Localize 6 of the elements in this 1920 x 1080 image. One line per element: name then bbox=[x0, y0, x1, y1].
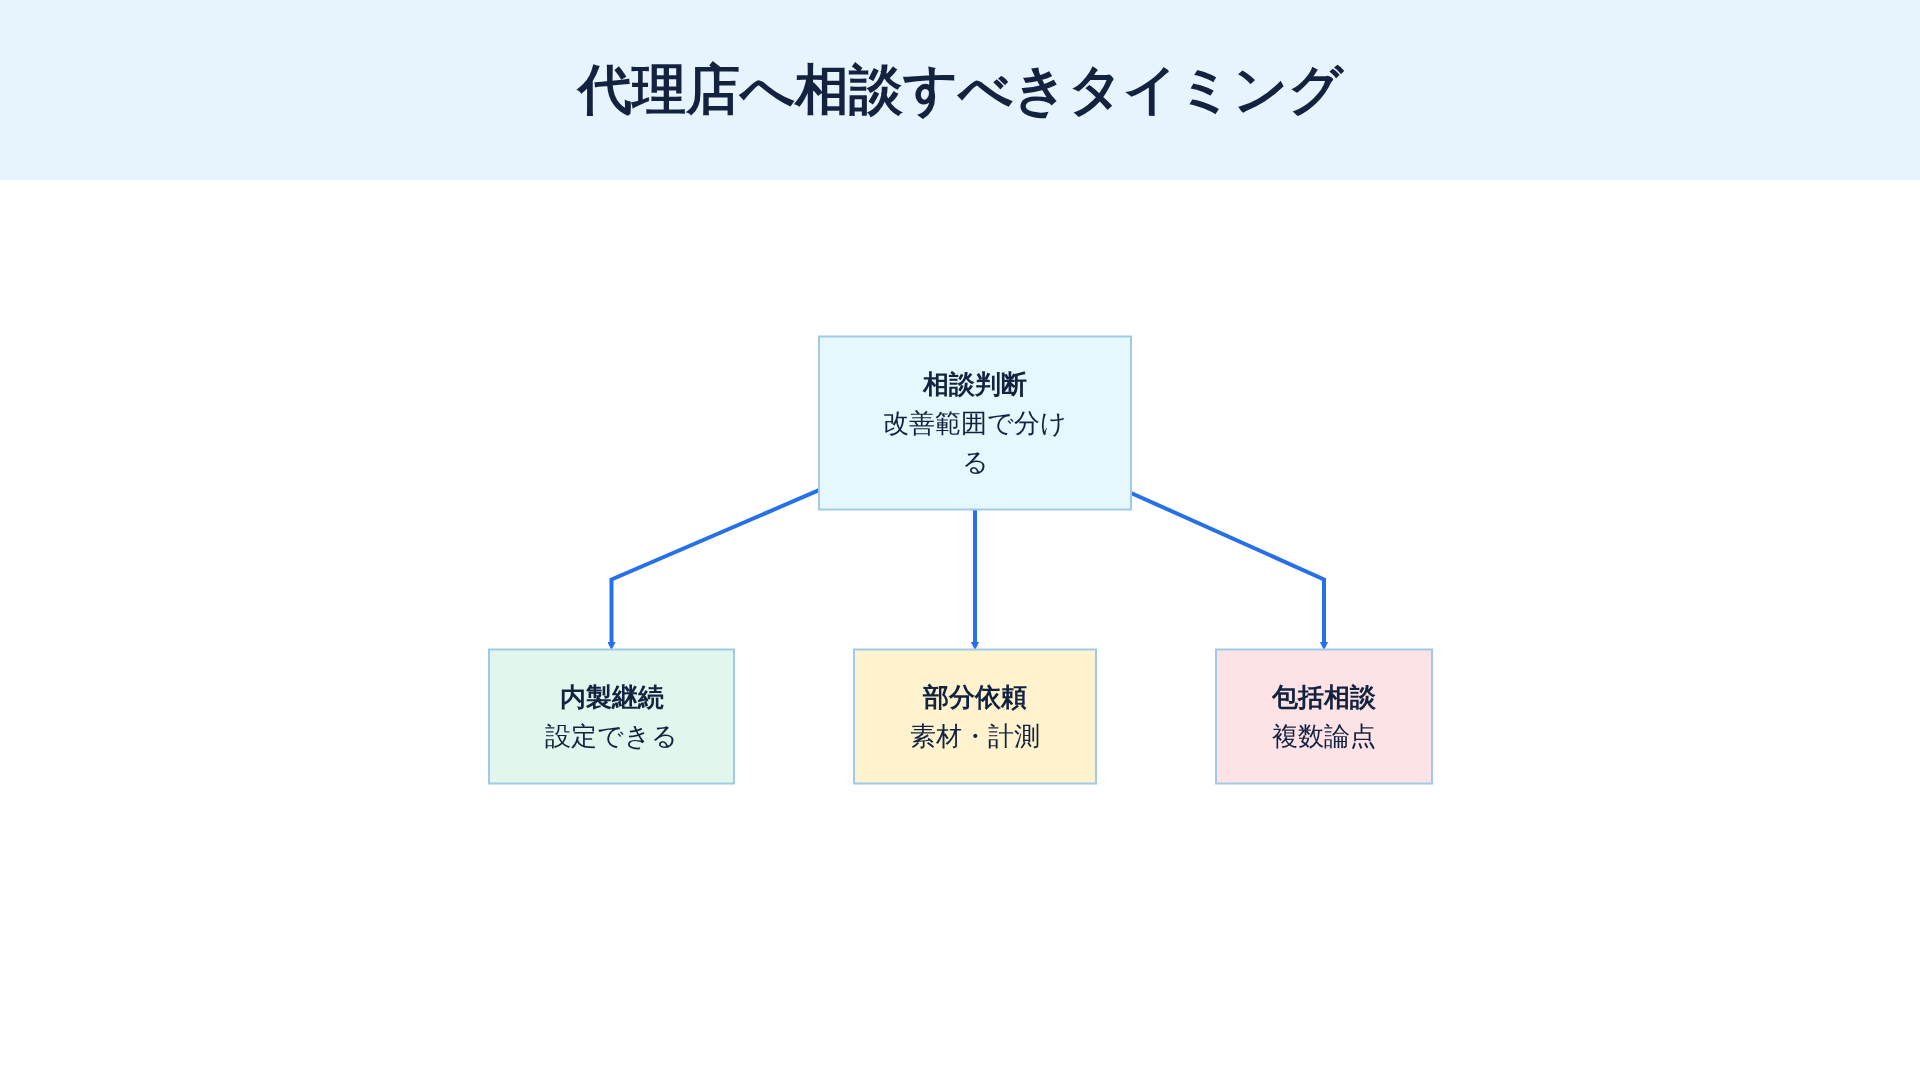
node-box: 相談判断 改善範囲で分ける bbox=[817, 335, 1132, 511]
node-box: 部分依頼 素材・計測 bbox=[852, 648, 1097, 785]
node-box: 包括相談 複数論点 bbox=[1214, 648, 1433, 785]
arrow bbox=[970, 509, 979, 650]
node-box: 内製継続 設定できる bbox=[487, 648, 735, 785]
title: 代理店へ相談すべきタイミング bbox=[577, 56, 1343, 123]
